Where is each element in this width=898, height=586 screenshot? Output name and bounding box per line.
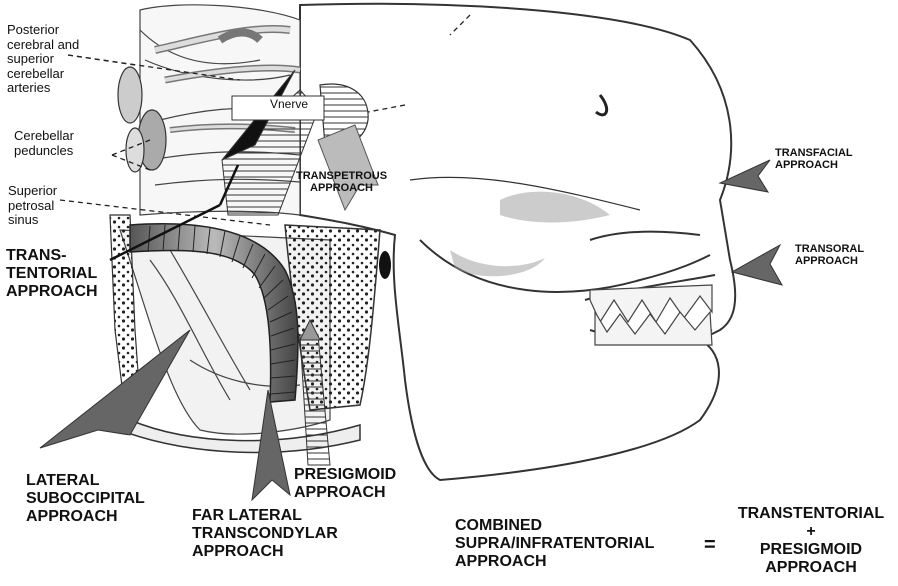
label-transtentorial-approach: TRANS- TENTORIAL APPROACH: [6, 247, 98, 301]
equals-sign: =: [704, 534, 716, 556]
jaw-teeth: [590, 285, 712, 345]
orbit-shading: [450, 192, 610, 277]
label-presigmoid-approach: PRESIGMOID APPROACH: [294, 466, 396, 502]
label-superior-petrosal-sinus: Superior petrosal sinus: [8, 184, 57, 228]
label-transfacial-approach: TRANSFACIAL APPROACH: [775, 147, 853, 172]
ear-canal: [379, 251, 391, 279]
label-far-lateral-transcondylar-approach: FAR LATERAL TRANSCONDYLAR APPROACH: [192, 507, 338, 561]
cheek-line: [596, 95, 607, 115]
label-v-nerve: Vnerve: [270, 98, 308, 111]
label-posterior-cerebral-arteries: Posterior cerebral and superior cerebell…: [7, 23, 79, 96]
label-transpetrous-approach: TRANSPETROUS APPROACH: [296, 170, 387, 195]
label-combination-result: TRANSTENTORIAL + PRESIGMOID APPROACH: [726, 505, 896, 577]
label-combined-approach: COMBINED SUPRA/INFRATENTORIAL APPROACH: [455, 517, 654, 571]
label-cerebellar-peduncles: Cerebellar peduncles: [14, 129, 74, 158]
lateral-suboccipital-arrow: [40, 330, 190, 448]
transoral-arrow: [732, 245, 782, 285]
label-lateral-suboccipital-approach: LATERAL SUBOCCIPITAL APPROACH: [26, 472, 145, 526]
label-transoral-approach: TRANSORAL APPROACH: [795, 243, 864, 268]
transpetrous-arrow: [318, 125, 378, 210]
